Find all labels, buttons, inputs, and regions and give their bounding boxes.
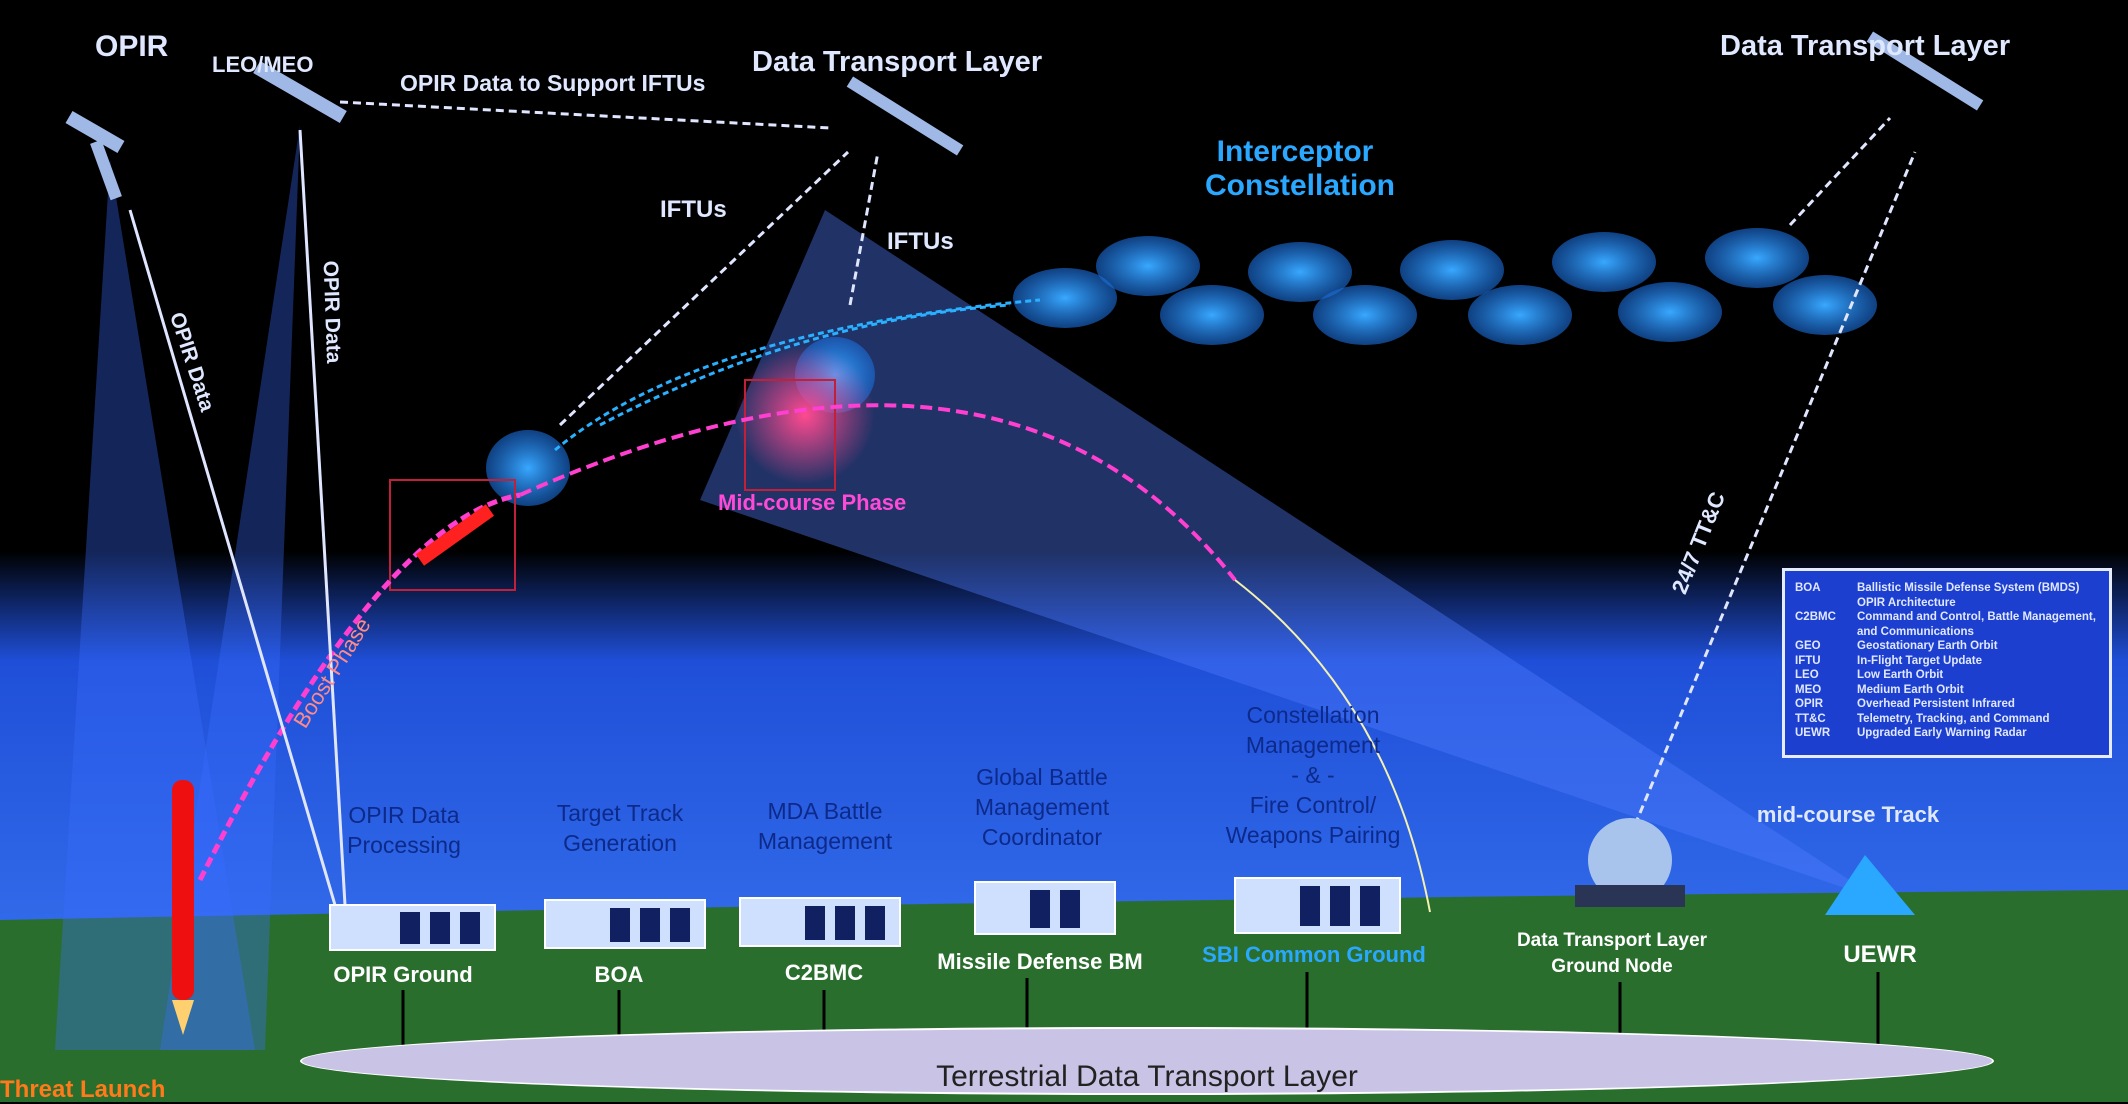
mid-course-target-box (744, 379, 836, 491)
interceptor-links (554, 298, 1041, 452)
missile-flame (172, 1000, 194, 1035)
mid-course-track-label: mid-course Track (1756, 802, 1940, 827)
terrestrial-label: Terrestrial Data Transport Layer (936, 1060, 1358, 1093)
opir-label: OPIR (95, 30, 169, 63)
interceptor-label-line2: Constellation (1205, 169, 1396, 202)
opir-data-links (128, 129, 347, 906)
threat-launch-label: Threat Launch (0, 1076, 166, 1103)
comm-links (339, 100, 1917, 826)
uewr-radar (1825, 855, 1915, 915)
satellite-icons (65, 31, 1984, 201)
boost-missile (415, 504, 495, 566)
interceptor-constellation-label: Interceptor Constellation (1205, 135, 1396, 203)
mid-course-target-glow (735, 345, 875, 485)
threat-missile (172, 780, 194, 1000)
c2bmc-label: C2BMC (784, 960, 864, 985)
boost-target-box (389, 479, 516, 591)
uewr-label: UEWR (1843, 941, 1917, 968)
leo-cone (160, 125, 300, 1050)
missile-defense-bm-label: Missile Defense BM (937, 949, 1143, 974)
iftus-label-2: IFTUs (887, 228, 954, 255)
ground-node-base (1575, 885, 1685, 907)
midcourse-trajectory (519, 403, 1237, 582)
interceptor-label-line1: Interceptor (1216, 135, 1374, 168)
dtl-right-label: Data Transport Layer (1720, 30, 2011, 62)
sbi-common-ground-label: SBI Common Ground (1202, 942, 1426, 967)
terrestrial-data-transport-layer (300, 1027, 1994, 1095)
radar-cone (700, 210, 1880, 900)
boa-label: BOA (594, 962, 644, 987)
opir-data-support-label: OPIR Data to Support IFTUs (400, 70, 706, 96)
leo-meo-label: LEO/MEO (212, 52, 314, 77)
opir-cone (55, 160, 255, 1050)
dtl-left-label: Data Transport Layer (752, 46, 1043, 78)
building-windows (400, 886, 1380, 944)
opir-data-label-2: OPIR Data (318, 260, 346, 364)
mid-course-phase-label: Mid-course Phase (718, 490, 907, 515)
iftus-label-1: IFTUs (660, 196, 727, 223)
opir-ground-label: OPIR Ground (333, 962, 473, 987)
terminal-trajectory (1234, 579, 1431, 913)
interceptor-constellation (486, 228, 1877, 506)
ground-node-radome (1588, 818, 1672, 902)
